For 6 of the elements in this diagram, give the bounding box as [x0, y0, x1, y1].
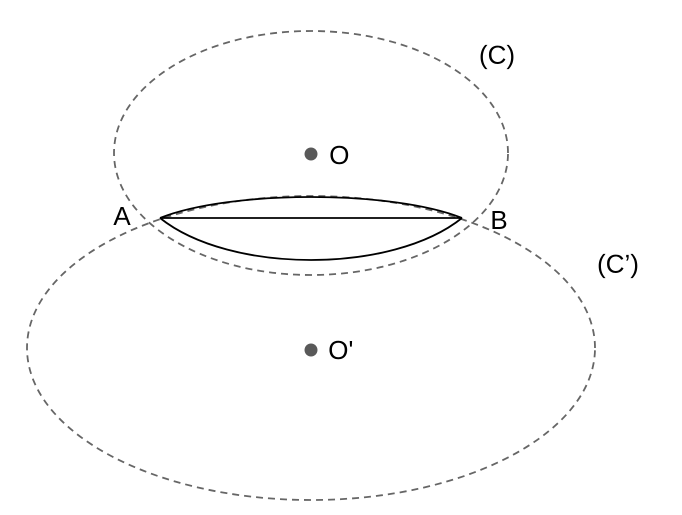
point-label: A — [113, 207, 131, 225]
point-label: (C’) — [598, 254, 638, 278]
point-label: O — [330, 146, 348, 164]
point-label: (C) — [480, 44, 514, 70]
point-label: O' — [329, 340, 352, 360]
point-label: B — [492, 211, 506, 229]
